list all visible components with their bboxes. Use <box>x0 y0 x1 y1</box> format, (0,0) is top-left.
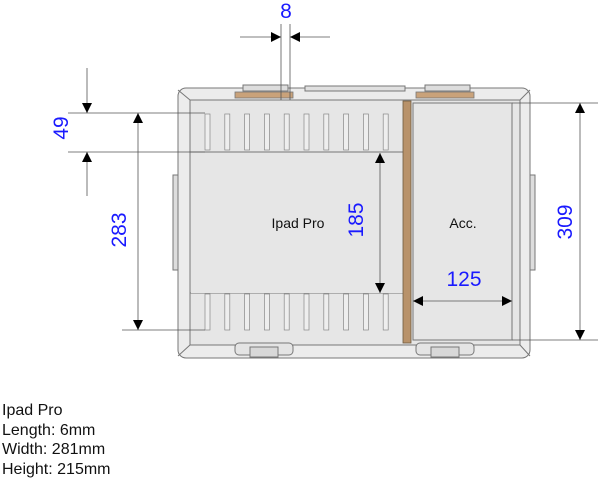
foam-slot <box>323 293 330 331</box>
foam-slot <box>264 293 270 331</box>
dimension-125: 125 <box>413 268 512 306</box>
bottom-latch-right <box>415 342 475 358</box>
notes-title: Ipad Pro <box>2 402 63 419</box>
notes-width: Width: 281mm <box>2 441 106 458</box>
foam-slot <box>303 293 310 331</box>
foam-slot <box>244 293 250 331</box>
foam-slot <box>343 113 349 151</box>
ipad-compartment <box>191 153 403 293</box>
divider <box>402 100 412 344</box>
dimension-49-label: 49 <box>50 116 73 139</box>
dimension-309-label: 309 <box>554 204 577 239</box>
dimension-125-label: 125 <box>446 268 481 291</box>
top-handle <box>304 85 406 92</box>
foam-slot <box>283 293 290 331</box>
foam-slot <box>303 113 310 151</box>
foam-slot <box>382 293 389 331</box>
dimension-185-label: 185 <box>345 202 368 237</box>
foam-slot <box>244 113 250 151</box>
ipad-pro-label: Ipad Pro <box>272 215 325 231</box>
foam-slot <box>363 113 369 151</box>
foam-slot <box>204 113 211 151</box>
foam-slot <box>363 293 369 331</box>
foam-slot <box>264 113 270 151</box>
notes-height: Height: 215mm <box>2 460 111 478</box>
dimension-283-label: 283 <box>108 212 131 247</box>
top-latch-left <box>234 84 294 99</box>
bottom-latch-left <box>234 342 294 358</box>
specs-notes: Ipad Pro Length: 6mm Width: 281mm Height… <box>2 401 111 479</box>
foam-slot <box>204 293 211 331</box>
dimension-283: 283 <box>108 113 143 330</box>
dimension-8: 8 <box>240 0 330 100</box>
foam-slot <box>224 113 231 151</box>
dimension-185: 185 <box>345 153 385 293</box>
dimension-8-label: 8 <box>280 0 292 23</box>
dimension-309: 309 <box>554 103 585 340</box>
notes-length: Length: 6mm <box>2 421 96 439</box>
foam-slot <box>224 293 231 331</box>
foam-slot <box>382 113 389 151</box>
foam-slot <box>343 293 349 331</box>
acc-label: Acc. <box>449 215 476 231</box>
foam-slot <box>283 113 290 151</box>
foam-slot <box>323 113 330 151</box>
foam-slots <box>204 113 389 331</box>
dimension-49: 49 <box>50 68 92 196</box>
top-latch-right <box>415 84 475 99</box>
